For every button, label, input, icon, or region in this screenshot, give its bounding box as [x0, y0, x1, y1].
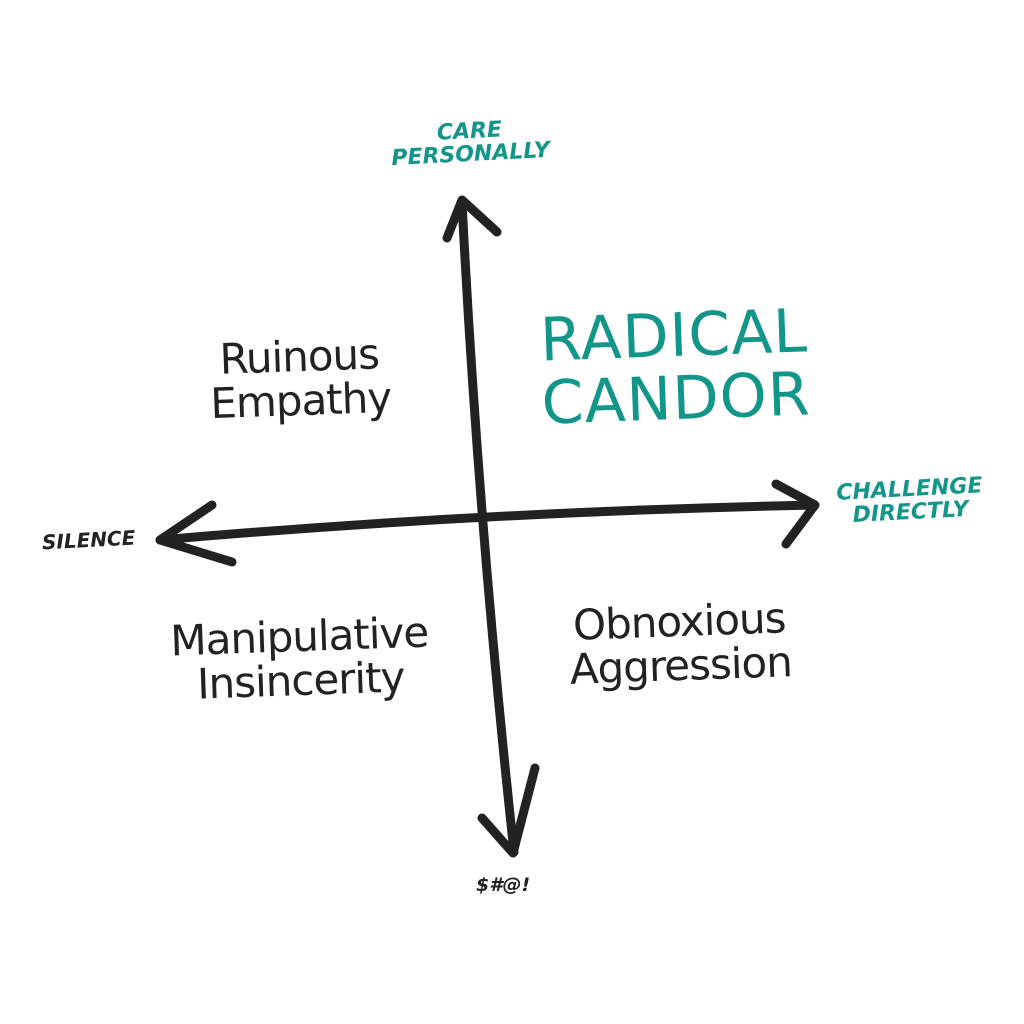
quadrant-radical-candor: RADICAL CANDOR	[528, 296, 822, 439]
left-arrowhead	[155, 500, 237, 567]
quadrant-label-line: Aggression	[568, 637, 793, 694]
horizontal-axis	[155, 500, 819, 545]
bottom-arrowhead	[477, 763, 540, 858]
axis-label-silence: SILENCE	[41, 525, 136, 555]
top-arrowhead	[442, 195, 502, 243]
axis-label-challenge-directly: CHALLENGE DIRECTLY	[829, 473, 991, 528]
axis-label-care-personally: CARE PERSONALLY	[379, 115, 561, 171]
vertical-axis	[457, 197, 519, 857]
quadrant-ruinous-empathy: Ruinous Empathy	[179, 329, 422, 429]
quadrant-label-line: Empathy	[209, 372, 392, 429]
axis-label-bottom-expletive: $#@!	[476, 874, 531, 896]
right-arrowhead	[771, 479, 820, 549]
quadrant-manipulative-insincerity: Manipulative Insincerity	[149, 608, 452, 709]
quadrant-obnoxious-aggression: Obnoxious Aggression	[554, 593, 807, 694]
quadrant-label-line: CANDOR	[540, 359, 812, 439]
